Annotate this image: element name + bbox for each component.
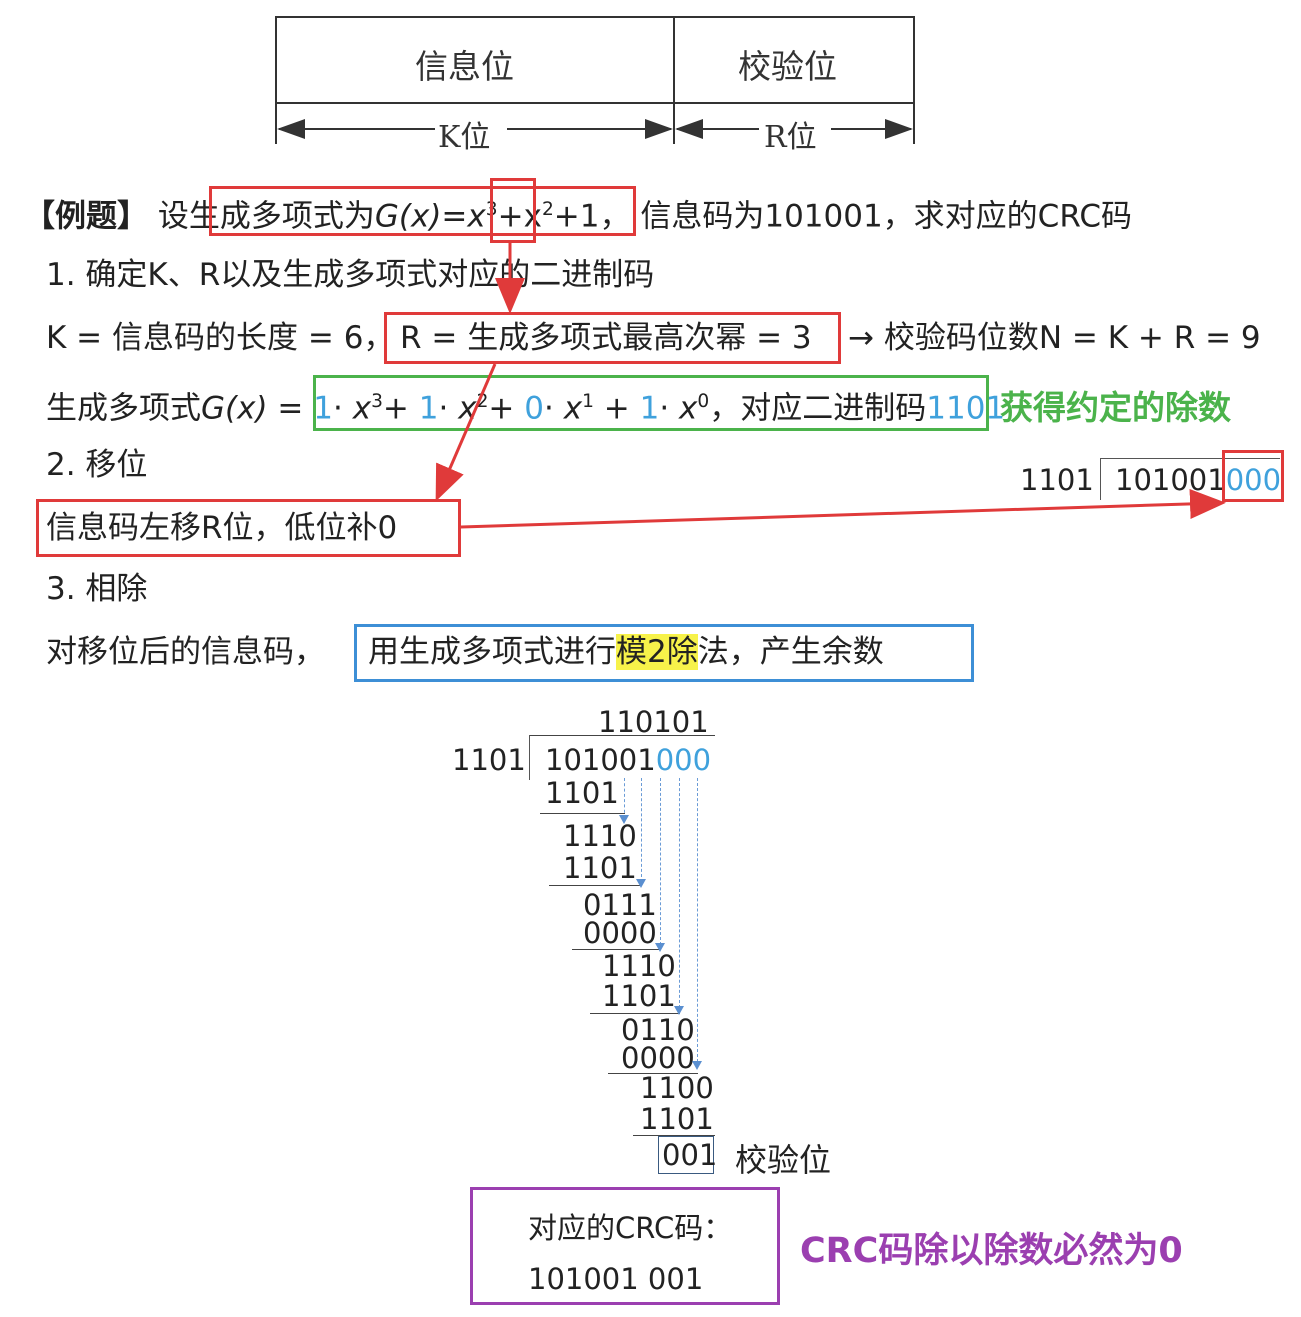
poly-x3: x — [467, 198, 486, 235]
division-divisor: 1101 — [452, 743, 526, 777]
info-text: 信息码为101001，求对应的CRC码 — [640, 198, 1132, 235]
info-bits-label: 信息位 — [415, 47, 514, 86]
poly-part1: 生成多项式为 — [188, 198, 375, 235]
mini-bracket — [1100, 458, 1280, 500]
step3-heading: 3. 相除 — [46, 571, 148, 607]
division-row: 1110 — [563, 819, 637, 853]
step3-box-pre: 用生成多项式进行 — [368, 634, 616, 670]
division-row: 0000 — [583, 916, 657, 950]
division-row: 1110 — [602, 949, 676, 983]
example-tag: 【例题】 — [24, 198, 148, 235]
crc-result-note: CRC码除以除数必然为0 — [800, 1231, 1183, 1271]
remainder-label: 校验位 — [735, 1141, 832, 1179]
gx-eq: = — [267, 390, 314, 427]
gx-tail: ，对应二进制码 — [709, 390, 927, 427]
step2-heading: 2. 移位 — [46, 447, 148, 483]
division-row: 1101 — [602, 979, 676, 1013]
dividend-pad: 000 — [655, 743, 712, 777]
crc-result-code: 101001 001 — [528, 1262, 704, 1296]
mini-dividend-pad: 000 — [1225, 463, 1282, 497]
bring-down-line — [660, 778, 661, 945]
poly-tail: +1， — [553, 198, 631, 235]
division-row: 1101 — [640, 1102, 714, 1136]
pad-box — [1222, 450, 1284, 502]
r-text: R = 生成多项式最高次幂 = 3 — [400, 320, 812, 356]
division-dividend: 101001000 — [545, 745, 711, 775]
division-row: 1100 — [640, 1071, 714, 1105]
crc-result-label: 对应的CRC码： — [528, 1211, 733, 1245]
gx-binary: 1101 — [926, 390, 1006, 427]
quotient-line — [530, 735, 715, 736]
quotient: 110101 — [598, 705, 709, 739]
connector-arrows — [435, 243, 1226, 529]
bring-down-arrow — [619, 815, 629, 824]
division-row: 0111 — [583, 888, 657, 922]
mod2-highlight: 模2除 — [616, 634, 698, 670]
remainder-box — [658, 1136, 714, 1174]
mod2-box — [354, 624, 974, 682]
poly-box — [209, 186, 636, 236]
division-bracket — [529, 735, 530, 780]
bring-down-arrow — [674, 1006, 684, 1015]
bring-down-line — [641, 778, 642, 882]
bring-down-line — [697, 778, 698, 1062]
division-rule — [540, 813, 625, 814]
step3-box-post: 法，产生余数 — [697, 634, 884, 670]
step1-heading: 1. 确定K、R以及生成多项式对应的二进制码 — [46, 257, 655, 293]
gx-line: 生成多项式G(x) = 1· x3+ 1· x2+ 0· x1 + 1· x0，… — [46, 390, 1006, 427]
coef-3: 0 — [524, 390, 544, 427]
example-lead: 设 — [157, 198, 189, 235]
poly-x2-sup: 2 — [541, 199, 554, 220]
table-frame — [275, 16, 915, 104]
table-divider — [673, 16, 675, 144]
bring-down-line — [679, 778, 680, 1008]
gx-box — [313, 375, 989, 431]
coef-2: 1 — [418, 390, 439, 427]
coef-1: 1 — [313, 390, 333, 427]
division-rule — [608, 1073, 698, 1074]
coef-4: 1 — [639, 390, 660, 427]
shift-box — [36, 499, 461, 557]
check-bits-label: 校验位 — [738, 47, 837, 86]
division-row: 1101 — [545, 776, 619, 810]
division-row: 1101 — [563, 851, 637, 885]
bring-down-arrow — [655, 943, 665, 952]
table-left-edge — [275, 100, 277, 144]
r-bits-label: R位 — [764, 120, 817, 155]
x3-box — [490, 178, 536, 243]
crc-result-box — [470, 1187, 780, 1305]
division-rule — [549, 885, 641, 886]
poly-gx: G(x) — [374, 198, 442, 235]
remainder: 001 — [662, 1138, 718, 1172]
division-rule — [633, 1135, 715, 1136]
division-rule — [590, 1013, 680, 1014]
length-arrows — [277, 119, 913, 139]
poly-eq: = — [441, 198, 468, 235]
gx-lead: 生成多项式 — [46, 390, 201, 427]
r-box — [384, 312, 841, 364]
division-rule — [572, 949, 660, 950]
n-text: → 校验码位数N = K + R = 9 — [848, 320, 1261, 356]
mini-divisor: 1101 — [1020, 463, 1094, 497]
shift-text: 信息码左移R位，低位补0 — [46, 510, 398, 546]
division-row: 0110 — [621, 1013, 695, 1047]
divisor-note: 获得约定的除数 — [1000, 388, 1231, 427]
table-right-edge — [913, 100, 915, 144]
k-text: K = 信息码的长度 = 6， — [46, 320, 395, 356]
bring-down-arrow — [636, 879, 646, 888]
gx-func: G(x) — [201, 390, 268, 427]
dividend-info: 101001 — [545, 743, 656, 777]
step3-box-text: 用生成多项式进行模2除法，产生余数 — [368, 634, 884, 670]
division-row: 0000 — [621, 1041, 695, 1075]
k-bits-label: K位 — [438, 120, 491, 155]
bring-down-arrow — [692, 1061, 702, 1070]
bring-down-line — [624, 778, 625, 818]
step3-lead: 对移位后的信息码， — [46, 634, 325, 670]
